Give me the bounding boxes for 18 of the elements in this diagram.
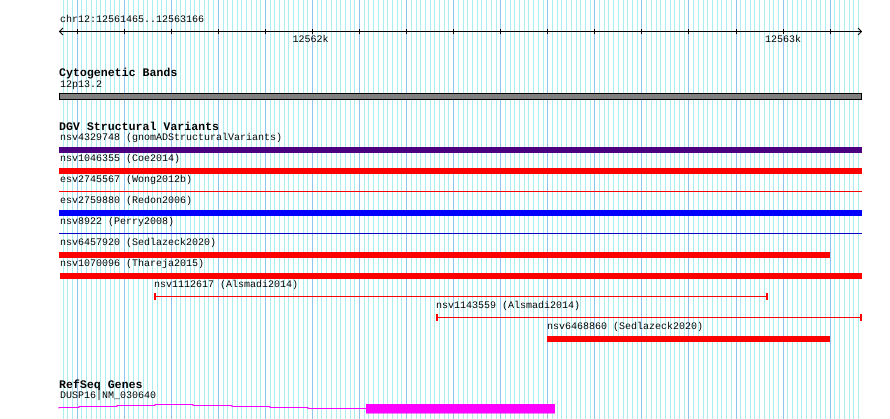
track-heading: DGV Structural Variants: [59, 122, 220, 134]
variant-label: esv2759880 (Redon2006): [60, 197, 192, 207]
variant-label: nsv1112617 (Alsmadi2014): [154, 281, 298, 291]
variant-label: nsv1046355 (Coe2014): [60, 155, 180, 165]
variant-label: nsv1070096 (Thareja2015): [60, 260, 204, 270]
variant-label: nsv1143559 (Alsmadi2014): [436, 302, 580, 312]
tick-label: 12563k: [765, 36, 801, 46]
tick-label: 12562k: [292, 36, 328, 46]
variant-label: nsv4329748 (gnomADStructuralVariants): [60, 134, 282, 144]
variant-label: esv2745567 (Wong2012b): [60, 176, 192, 186]
track-heading: Cytogenetic Bands: [59, 68, 178, 80]
variant-label: nsv6457920 (Sedlazeck2020): [60, 239, 216, 249]
gene-label: DUSP16|NM_030640: [60, 392, 156, 402]
variant-label: nsv8922 (Perry2008): [60, 218, 174, 228]
region-label: chr12:12561465..12563166: [60, 16, 204, 26]
variant-label: nsv6468860 (Sedlazeck2020): [547, 323, 704, 333]
band-label: 12p13.2: [60, 81, 102, 91]
track-heading: RefSeq Genes: [59, 380, 142, 392]
